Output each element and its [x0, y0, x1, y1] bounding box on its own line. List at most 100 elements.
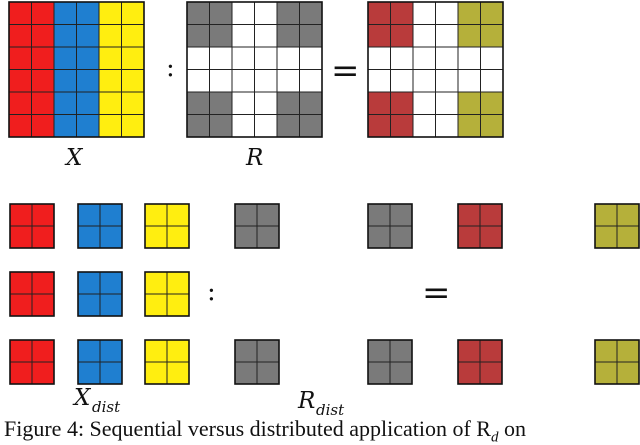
matrix-cell: [31, 69, 55, 93]
block-cell: [234, 203, 258, 227]
matrix-cell: [8, 69, 32, 93]
sequential-row: : = X R: [8, 1, 504, 171]
matrix-cell: [435, 69, 459, 93]
matrix-cell: [121, 24, 145, 48]
matrix-cell: [121, 91, 145, 115]
matrix-cell: [31, 24, 55, 48]
matrix-cell: [186, 24, 210, 48]
matrix-cell: [76, 69, 100, 93]
matrix-cell: [435, 46, 459, 70]
block-cell: [479, 225, 503, 249]
matrix-cell: [457, 114, 481, 138]
matrix-cell: [8, 1, 32, 25]
block-cell: [389, 339, 413, 363]
caption-tail: on: [498, 416, 526, 441]
matrix-cell: [121, 114, 145, 138]
block-cell: [367, 225, 391, 249]
matrix-cell: [390, 114, 414, 138]
matrix-cell: [435, 114, 459, 138]
matrix-cell: [412, 46, 436, 70]
matrix-border: [367, 1, 504, 138]
matrix-cell: [254, 1, 278, 25]
block-cell: [166, 225, 190, 249]
block-cell: [144, 293, 168, 317]
apply-operator-dist: :: [207, 277, 216, 307]
block-border: [234, 203, 280, 249]
matrix-cell: [480, 91, 504, 115]
block-cell: [9, 339, 33, 363]
block-cell: [31, 293, 55, 317]
block-cell: [99, 203, 123, 227]
matrix-cell: [53, 114, 77, 138]
matrix-cell: [31, 1, 55, 25]
matrix-cell: [390, 46, 414, 70]
block-cell: [31, 339, 55, 363]
block-cell: [166, 203, 190, 227]
caption-subscript: d: [490, 429, 499, 445]
block-cell: [594, 203, 618, 227]
matrix-cell: [53, 24, 77, 48]
matrix-cell: [231, 114, 255, 138]
block-border: [77, 203, 123, 249]
matrix-cell: [231, 69, 255, 93]
matrix-cell: [299, 91, 323, 115]
block-cell: [166, 293, 190, 317]
block-border: [144, 271, 190, 317]
equals-operator-dist: =: [422, 273, 451, 313]
block-cell: [166, 361, 190, 385]
block-border: [594, 339, 640, 385]
matrix-cell: [457, 1, 481, 25]
block-cell: [31, 203, 55, 227]
block-cell: [166, 339, 190, 363]
matrix-cell: [231, 1, 255, 25]
matrix-cell: [31, 46, 55, 70]
matrix-cell: [457, 46, 481, 70]
matrix-cell: [8, 114, 32, 138]
matrix-cell: [254, 91, 278, 115]
block-cell: [144, 271, 168, 295]
matrix-cell: [480, 114, 504, 138]
matrix-result: [367, 1, 504, 138]
matrix-cell: [98, 69, 122, 93]
matrix-cell: [76, 46, 100, 70]
block-cell: [99, 293, 123, 317]
matrix-cell: [8, 91, 32, 115]
block-cell: [166, 271, 190, 295]
label-r: R: [245, 145, 263, 171]
matrix-cell: [299, 24, 323, 48]
matrix-cell: [367, 69, 391, 93]
matrix-cell: [299, 69, 323, 93]
block-cell: [77, 203, 101, 227]
matrix-cell: [209, 1, 233, 25]
block-cell: [389, 225, 413, 249]
label-r-dist-sub: dist: [316, 401, 345, 419]
matrix-cell: [480, 1, 504, 25]
block-cell: [77, 361, 101, 385]
matrix-cell: [480, 24, 504, 48]
block-cell: [31, 271, 55, 295]
block-border: [367, 339, 413, 385]
matrix-cell: [480, 69, 504, 93]
matrix-cell: [53, 1, 77, 25]
matrix-cell: [367, 1, 391, 25]
matrix-cell: [76, 114, 100, 138]
matrix-cell: [435, 1, 459, 25]
block-cell: [594, 225, 618, 249]
matrix-cell: [209, 69, 233, 93]
matrix-cell: [254, 24, 278, 48]
block-cell: [479, 361, 503, 385]
matrix-cell: [367, 91, 391, 115]
matrix-cell: [412, 1, 436, 25]
block-cell: [9, 225, 33, 249]
matrix-cell: [435, 91, 459, 115]
distributed-grid: : = X dist R dist: [9, 203, 640, 419]
matrix-cell: [186, 69, 210, 93]
matrix-border: [186, 1, 323, 138]
matrix-cell: [390, 24, 414, 48]
block-cell: [99, 339, 123, 363]
matrix-cell: [98, 1, 122, 25]
block-cell: [234, 225, 258, 249]
block-cell: [77, 339, 101, 363]
block-cell: [457, 339, 481, 363]
matrix-cell: [390, 91, 414, 115]
